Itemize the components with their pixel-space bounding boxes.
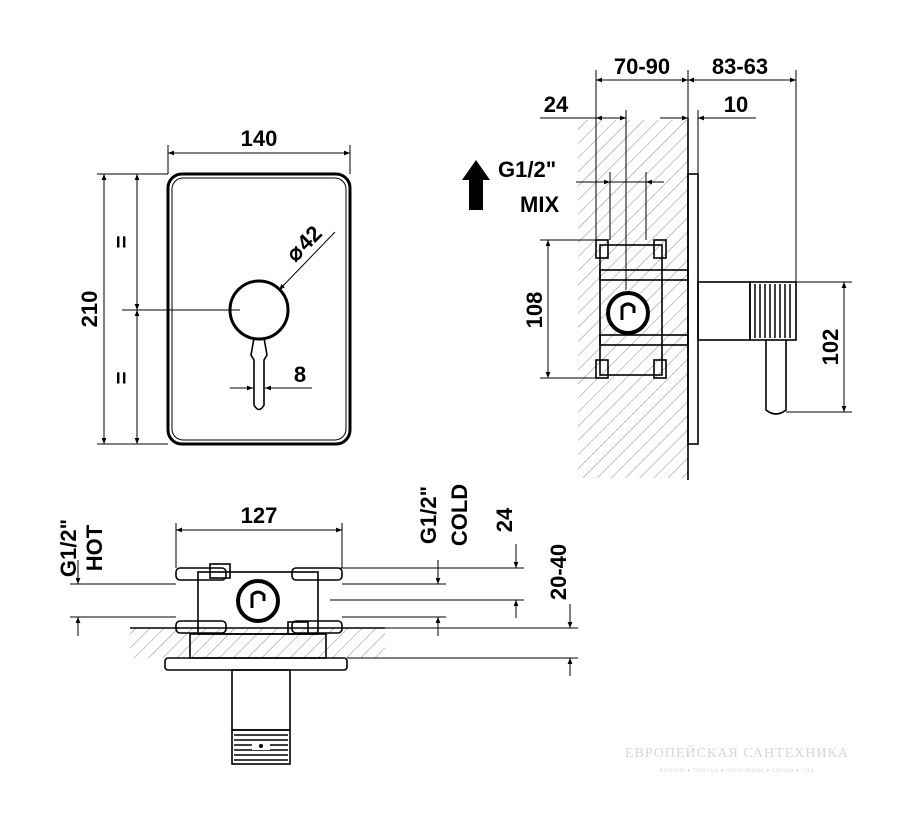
side-dim-102: 102 — [818, 329, 843, 366]
bottom-dim-127: 127 — [241, 503, 278, 528]
front-view: 140 210 = = ⌀ 42 8 — [77, 126, 352, 446]
mix-size-label: G1/2" — [498, 157, 556, 182]
cover-plate — [166, 172, 352, 446]
side-dim-70-90: 70-90 — [614, 54, 670, 79]
watermark-title: ЕВРОПЕЙСКАЯ САНТЕХНИКА — [625, 744, 849, 761]
hot-label: HOT — [82, 524, 107, 571]
wall-band — [130, 628, 385, 658]
side-dim-108: 108 — [522, 292, 547, 329]
bottom-dim-20-40: 20-40 — [546, 544, 571, 600]
mix-arrow-icon — [462, 160, 490, 210]
equal-mark-top: = — [109, 236, 134, 249]
knob-grip — [749, 281, 797, 341]
watermark: ЕВРОПЕЙСКАЯ САНТЕХНИКА КАМЕНЬ ● ПЛИТКА ●… — [625, 744, 849, 774]
front-height-dim: 210 — [77, 291, 102, 328]
bottom-knob-grip — [231, 729, 291, 765]
side-dim-10: 10 — [724, 92, 748, 117]
equal-mark-bottom: = — [109, 372, 134, 385]
hot-size-label: G1/2" — [56, 519, 81, 577]
control-lever — [250, 337, 268, 411]
watermark-subtitle: КАМЕНЬ ● ПЛИТКА ● ОТОПЛЕНИЕ ● САУНЫ ● СП… — [659, 768, 814, 774]
bottom-view: 127 G1/2" HOT G1/2" COLD 24 20-40 — [56, 484, 578, 765]
bottom-valve-port — [236, 579, 280, 623]
side-dim-83-63: 83-63 — [712, 54, 768, 79]
side-view: 70-90 83-63 24 10 G1/2" MIX 108 102 — [462, 54, 852, 480]
side-valve-port — [606, 291, 650, 335]
front-width-dim: 140 — [241, 126, 278, 151]
cold-size-label: G1/2" — [416, 486, 441, 544]
cold-label: COLD — [447, 484, 472, 546]
side-dim-24: 24 — [544, 92, 569, 117]
mix-label: MIX — [520, 192, 559, 217]
bottom-dim-24: 24 — [492, 507, 517, 532]
side-lever — [765, 340, 787, 415]
lever-width-dim: 8 — [294, 362, 306, 387]
